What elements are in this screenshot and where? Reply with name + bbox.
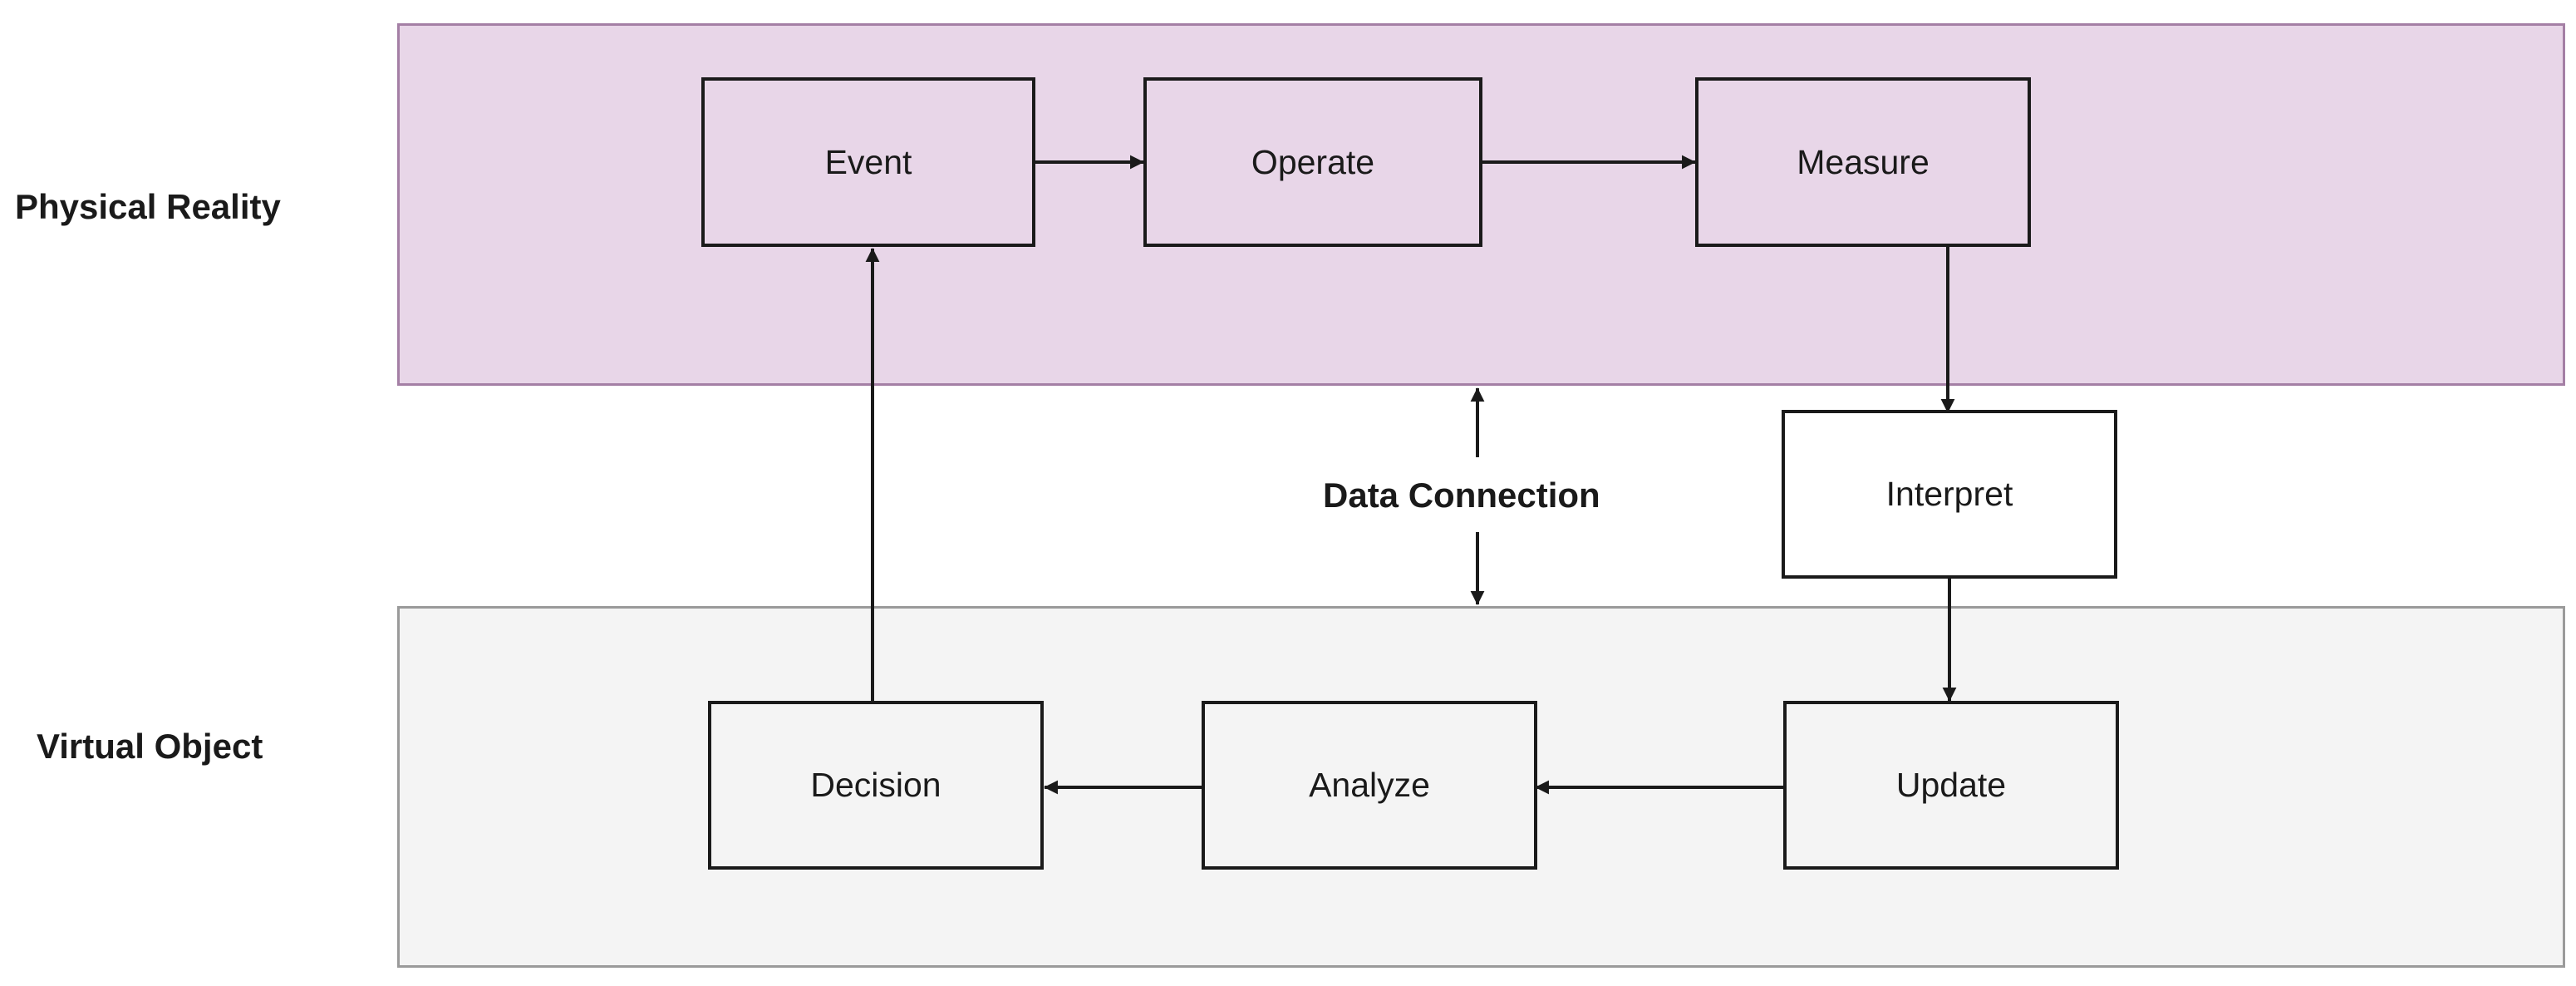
data-connection-label: Data Connection: [1323, 476, 1600, 515]
event-node: Event: [701, 77, 1035, 247]
interpret-node: Interpret: [1782, 410, 2117, 579]
analyze-node: Analyze: [1202, 701, 1537, 870]
operate-node: Operate: [1143, 77, 1482, 247]
virtual-object-label: Virtual Object: [37, 727, 263, 766]
update-node: Update: [1783, 701, 2119, 870]
measure-node: Measure: [1695, 77, 2031, 247]
physical-reality-label: Physical Reality: [15, 187, 281, 226]
decision-node: Decision: [708, 701, 1044, 870]
